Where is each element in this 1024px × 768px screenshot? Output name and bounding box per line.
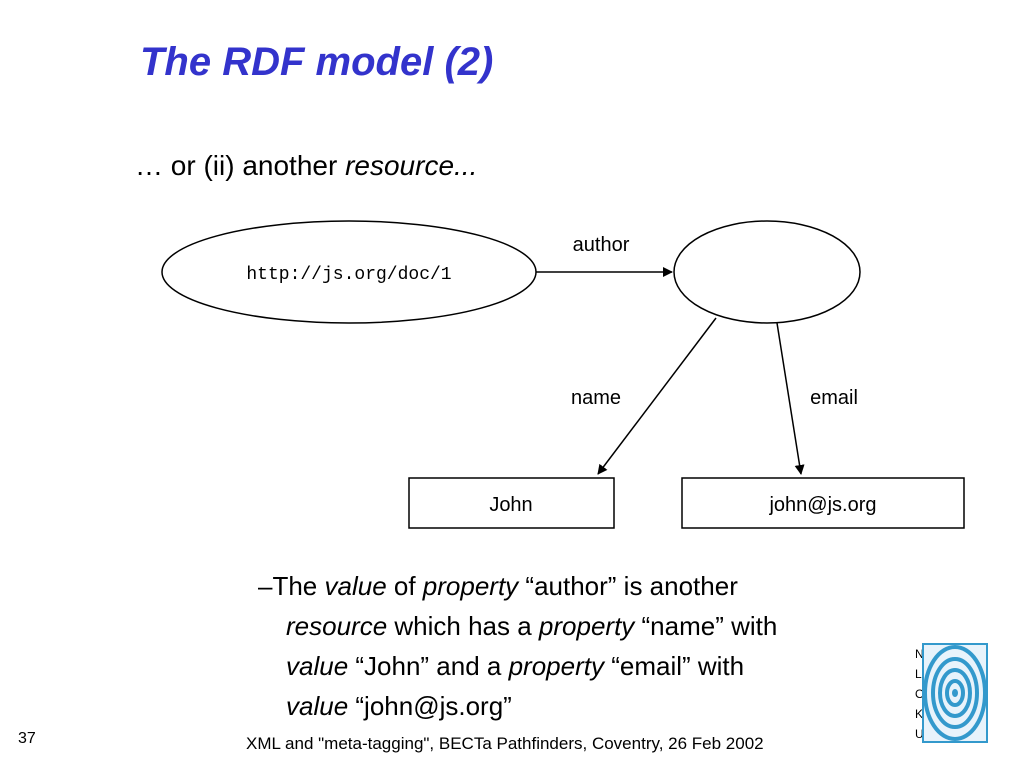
emph-text: property <box>422 571 519 601</box>
text: “email” with <box>603 651 745 681</box>
text: “john@js.org” <box>348 691 512 721</box>
page-number: 37 <box>18 730 36 747</box>
text: “author” is another <box>518 571 738 601</box>
email-edge <box>776 322 805 475</box>
logo-letters: UKOLN <box>915 647 924 741</box>
email-edge-label: email <box>810 387 858 409</box>
footer-text: XML and "meta-tagging", BECTa Pathfinder… <box>246 734 764 753</box>
bullet-dash: – <box>258 571 273 601</box>
description-line-4: value “john@js.org” <box>258 686 948 726</box>
email-literal-box <box>681 477 965 529</box>
text: which has a <box>387 611 539 641</box>
text: of <box>386 571 423 601</box>
name-edge-label: name <box>571 387 621 409</box>
description-line-2: resource which has a property “name” wit… <box>258 606 948 646</box>
blank-resource-node <box>673 220 861 324</box>
slide-subtitle: … or (ii) another resource... <box>135 150 477 182</box>
emph-text: property <box>538 611 635 641</box>
ukoln-logo: UKOLN <box>915 643 988 743</box>
name-literal-box <box>408 477 615 529</box>
emph-text: value <box>286 651 349 681</box>
text: The <box>272 571 325 601</box>
emph-text: resource <box>286 611 388 641</box>
source-resource-label: http://js.org/doc/1 <box>246 265 451 285</box>
text: “name” with <box>634 611 778 641</box>
subtitle-text: … or (ii) another <box>135 150 346 181</box>
name-edge <box>597 317 717 475</box>
description-bullet: –The value of property “author” is anoth… <box>258 566 948 726</box>
ukoln-logo-rings <box>922 643 988 743</box>
emph-text: property <box>508 651 604 681</box>
emph-text: value <box>286 691 349 721</box>
emph-text: value <box>324 571 387 601</box>
name-literal-value: John <box>489 494 532 516</box>
email-literal-value: john@js.org <box>768 494 876 516</box>
description-line-3: value “John” and a property “email” with <box>258 646 948 686</box>
slide-title: The RDF model (2) <box>140 40 494 84</box>
text: “John” and a <box>348 651 509 681</box>
subtitle-emphasis: resource... <box>345 150 478 181</box>
author-edge-label: author <box>573 234 630 256</box>
description-line-1: –The value of property “author” is anoth… <box>258 566 948 606</box>
